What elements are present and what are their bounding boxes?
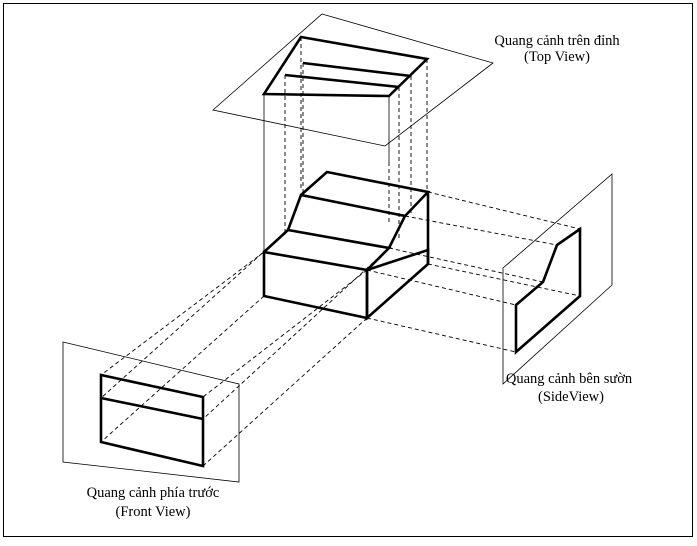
proj-line-hidden xyxy=(388,247,544,283)
front-projection-lines xyxy=(100,229,390,467)
proj-line-hidden xyxy=(366,317,517,353)
proj-line-hidden xyxy=(427,191,581,230)
proj-line-hidden xyxy=(100,295,265,443)
front-view-projection xyxy=(99,373,205,468)
top-view-label: Quang cảnh trên đỉnh xyxy=(494,33,620,49)
object-front-face xyxy=(262,250,369,320)
proj-line-hidden xyxy=(366,269,517,306)
front-view-plane xyxy=(62,341,240,483)
front-view-label: Quang cảnh phía trước xyxy=(87,485,220,501)
side-view-projection xyxy=(514,226,582,355)
top-view-projection xyxy=(261,35,430,98)
side-projection-lines xyxy=(366,191,581,353)
top-view-plane xyxy=(212,13,494,147)
object-slant-face xyxy=(286,193,407,249)
side-view-plane-group xyxy=(502,173,613,385)
front-view-sublabel: (Front View) xyxy=(116,504,191,520)
top-view-edge-1 xyxy=(302,61,412,78)
top-view-plane-group xyxy=(212,13,494,147)
proj-line-hidden xyxy=(404,215,558,246)
side-view-label: Quang cảnh bên sườn xyxy=(506,371,633,387)
side-view-sublabel: (SideView) xyxy=(538,389,604,405)
proj-line-hidden xyxy=(202,317,368,467)
main-object xyxy=(262,170,431,321)
top-view-edge-2 xyxy=(284,73,400,89)
proj-line-hidden xyxy=(202,247,390,420)
proj-line-hidden xyxy=(100,251,265,376)
object-top-face xyxy=(300,170,431,217)
proj-line-hidden xyxy=(202,269,368,398)
proj-line-hidden xyxy=(427,263,581,297)
top-view-sublabel: (Top View) xyxy=(524,49,590,65)
front-view-plane-group xyxy=(62,341,240,483)
diagram-border xyxy=(3,3,693,537)
proj-line-hidden xyxy=(100,229,289,399)
front-view-edge xyxy=(100,396,204,421)
side-view-plane xyxy=(502,173,613,385)
